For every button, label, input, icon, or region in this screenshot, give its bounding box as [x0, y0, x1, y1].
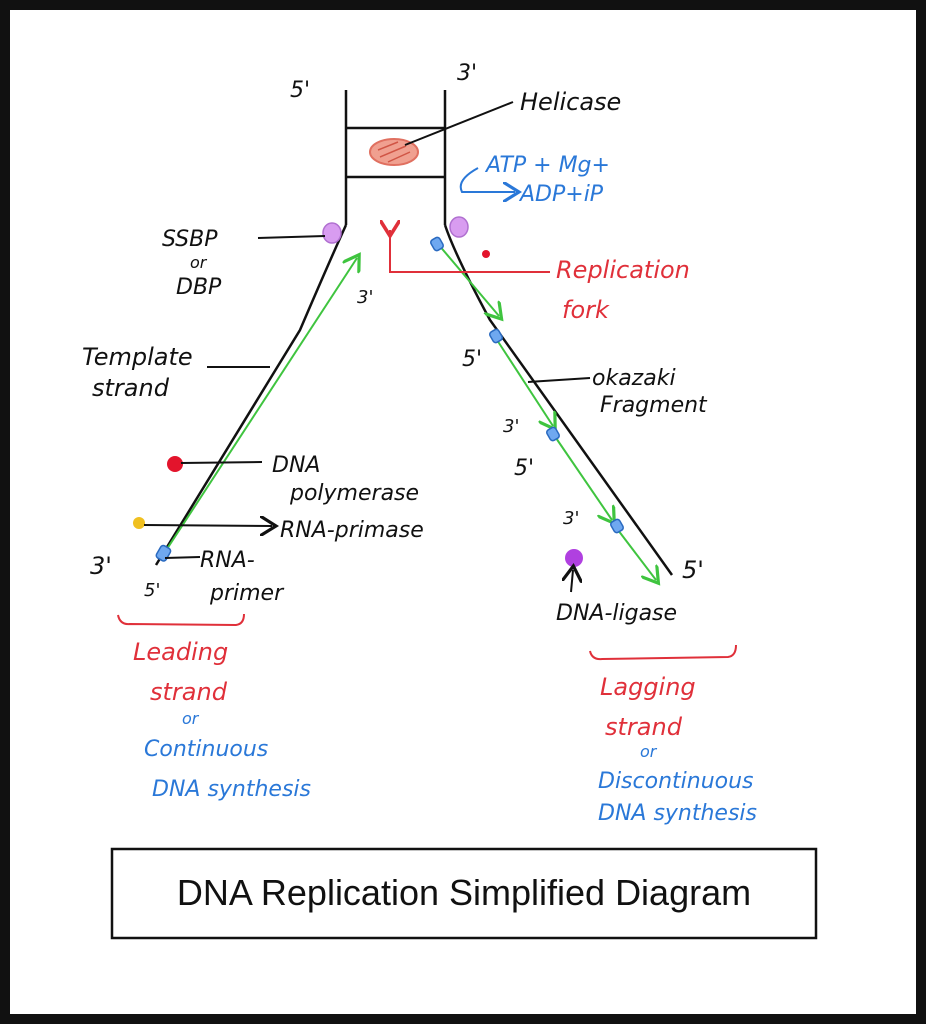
label-leading-or: or — [182, 709, 200, 728]
primer-marks — [155, 236, 624, 562]
label-polymerase: polymerase — [289, 481, 419, 506]
label-right-5prime: 5' — [682, 556, 704, 584]
dna-ligase-dot — [565, 549, 583, 567]
atp-conversion-arrow — [459, 167, 515, 192]
label-left-3prime: 3' — [90, 552, 112, 580]
label-leading-strand: strand — [150, 678, 228, 706]
label-left-5prime: 5' — [144, 580, 160, 601]
leading-bracket — [117, 613, 245, 627]
label-fragment: Fragment — [600, 393, 708, 418]
label-rna: RNA- — [200, 548, 255, 573]
leading-strand-new — [164, 258, 357, 553]
label-primer: primer — [209, 581, 285, 606]
label-3prime-top: 3' — [457, 61, 477, 86]
label-helicase: Helicase — [520, 88, 621, 116]
ssbp-right — [449, 216, 469, 238]
label-lag-5prime-1: 5' — [462, 347, 482, 372]
label-continuous-dna: DNA synthesis — [152, 777, 311, 802]
label-atp: ATP + Mg+ — [484, 153, 610, 178]
label-fork: fork — [562, 296, 610, 324]
replication-fork-arrow — [390, 230, 550, 273]
label-lagging: Lagging — [600, 673, 696, 701]
label-lag-3prime-2: 3' — [563, 508, 579, 529]
label-continuous: Continuous — [144, 737, 268, 762]
diagram-title: DNA Replication Simplified Diagram — [177, 872, 751, 913]
label-ssbp: SSBP — [162, 227, 218, 252]
rna-primase-dot — [133, 517, 145, 529]
replication-fork-dot — [482, 250, 490, 258]
label-adp: ADP+iP — [518, 182, 604, 207]
dna-helix-top — [344, 90, 447, 225]
template-strand-left — [154, 224, 348, 566]
label-lag-5prime-2: 5' — [514, 456, 534, 481]
label-rna-primase: RNA-primase — [280, 518, 424, 543]
label-lagging-or: or — [640, 742, 658, 761]
pointer-lines — [143, 101, 591, 593]
label-replication: Replication — [556, 256, 690, 284]
label-discontinuous: Discontinuous — [598, 769, 754, 794]
label-okazaki: okazaki — [592, 366, 676, 391]
label-leading: Leading — [133, 638, 228, 666]
dna-polymerase-dot — [167, 456, 183, 472]
label-dna-ligase: DNA-ligase — [556, 601, 677, 626]
label-dbp: DBP — [176, 275, 222, 300]
label-discontinuous-dna: DNA synthesis — [598, 801, 757, 826]
label-5prime-top: 5' — [290, 78, 310, 103]
label-leading-3prime: 3' — [357, 287, 373, 308]
label-template-1: Template — [82, 343, 193, 371]
okazaki-fragments-new — [437, 243, 656, 580]
ssbp-left — [322, 222, 342, 244]
label-lagging-strand: strand — [605, 713, 683, 741]
label-dna: DNA — [272, 453, 320, 478]
label-lag-3prime-1: 3' — [503, 416, 519, 437]
lagging-bracket — [589, 644, 737, 661]
label-template-2: strand — [92, 374, 170, 402]
title-box — [110, 847, 818, 940]
label-ssbp-or: or — [190, 253, 208, 272]
